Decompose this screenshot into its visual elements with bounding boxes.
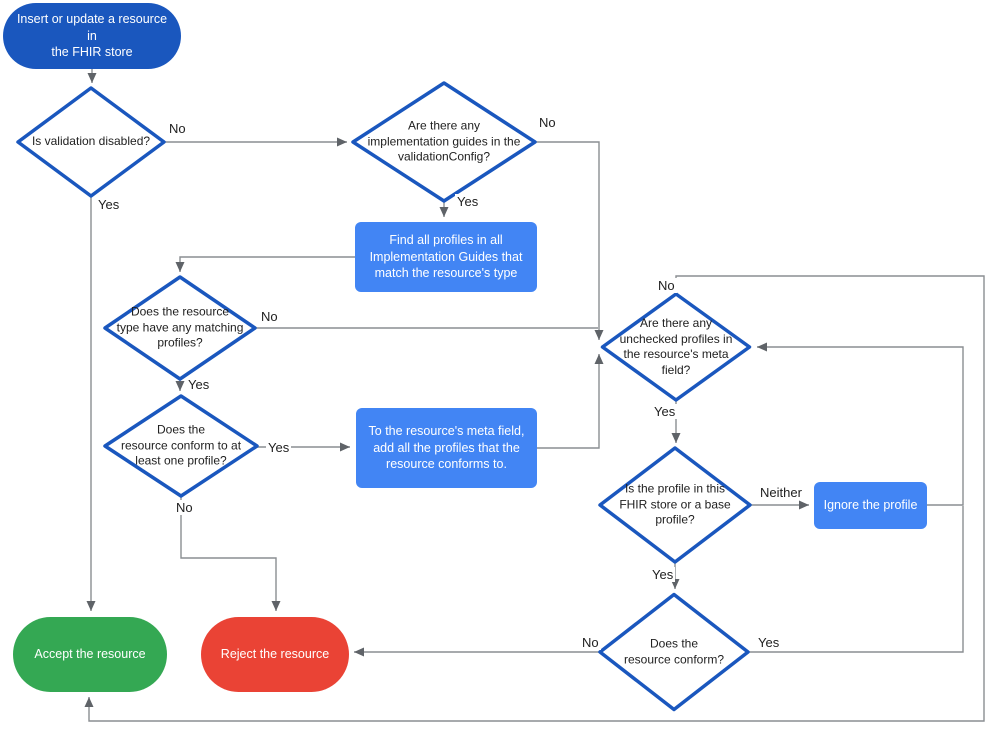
decision-profile-in-store-shape	[598, 446, 752, 564]
terminal-reject-resource: Reject the resource	[201, 617, 349, 692]
process-ignore-profile: Ignore the profile	[814, 482, 927, 529]
terminal-accept-resource-label: Accept the resource	[34, 647, 146, 662]
edge-unchecked-yes-label: Yes	[652, 404, 678, 419]
process-find-profiles: Find all profiles in all Implementation …	[355, 222, 537, 292]
edge-unchecked-no-loop-label: No	[656, 278, 677, 293]
decision-implementation-guides-label: Are there any implementation guides in t…	[367, 118, 521, 164]
start-insert-update-node: Insert or update a resource in the FHIR …	[3, 3, 181, 69]
edge-meta-to-unchecked	[537, 354, 604, 449]
diamond-layer	[16, 81, 752, 712]
edge-profile-store-neither-label: Neither	[758, 485, 804, 500]
edge-guides-no-label: No	[537, 115, 558, 130]
decision-profile-in-store-label: Is the profile in this FHIR store or a b…	[619, 481, 731, 527]
edge-matching-yes-label: Yes	[186, 377, 212, 392]
terminal-reject-resource-label: Reject the resource	[220, 647, 330, 662]
edge-find-to-matching	[175, 256, 355, 272]
terminal-accept-resource: Accept the resource	[13, 617, 167, 692]
edge-conforms-one-yes-label: Yes	[266, 440, 292, 455]
process-add-profiles-to-meta-label: To the resource's meta field, add all th…	[368, 424, 525, 472]
decision-validation-disabled-shape	[16, 86, 166, 198]
edge-validation-no-label: No	[167, 121, 188, 136]
edge-profile-store-yes-label: Yes	[650, 567, 676, 582]
decision-unchecked-profiles-label: Are there any unchecked profiles in the …	[619, 315, 733, 377]
edge-conforms-no-label: No	[580, 635, 601, 650]
process-add-profiles-to-meta: To the resource's meta field, add all th…	[356, 408, 537, 488]
edge-matching-no-label: No	[259, 309, 280, 324]
edge-guides-no	[535, 141, 604, 340]
decision-unchecked-profiles-shape	[600, 292, 752, 402]
decision-implementation-guides-shape	[351, 81, 537, 203]
decision-resource-conforms-shape	[598, 592, 750, 712]
edge-ignore-loop	[757, 342, 964, 506]
edge-conforms-one-no	[180, 496, 281, 611]
edge-guides-yes-label: Yes	[455, 194, 481, 209]
edge-conforms-yes-loop-label: Yes	[756, 635, 782, 650]
edge-conforms-yes-loop	[748, 506, 964, 653]
process-find-profiles-label: Find all profiles in all Implementation …	[369, 233, 523, 281]
decision-validation-disabled-label: Is validation disabled?	[31, 134, 151, 149]
decision-matching-profiles-label: Does the resource type have any matching…	[116, 304, 244, 350]
decision-conforms-one-profile-shape	[103, 394, 259, 498]
decision-conforms-one-profile-label: Does the resource conform to at least on…	[120, 422, 242, 468]
process-ignore-profile-label: Ignore the profile	[823, 498, 918, 513]
edge-conforms-one-no-label: No	[174, 500, 195, 515]
start-insert-update-node-label: Insert or update a resource in the FHIR …	[16, 12, 168, 60]
decision-resource-conforms-label: Does the resource conform?	[623, 636, 725, 666]
edge-validation-yes-label: Yes	[96, 197, 122, 212]
decision-matching-profiles-shape	[103, 275, 257, 381]
